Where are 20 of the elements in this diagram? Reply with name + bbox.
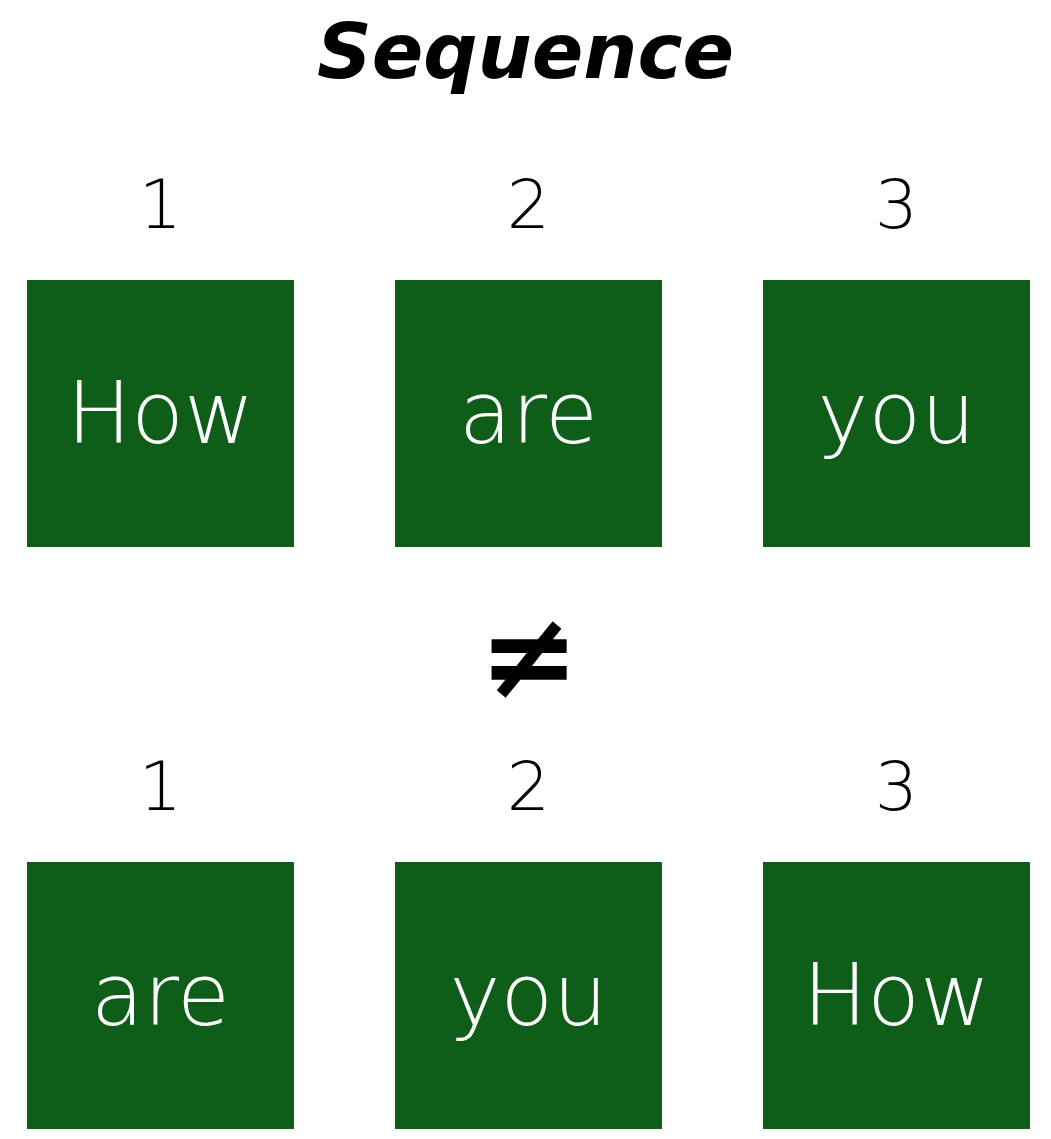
position-number: 1	[137, 168, 184, 243]
word-text: are	[458, 366, 599, 461]
position-number: 2	[505, 168, 552, 243]
word-text: are	[90, 948, 231, 1043]
word-box	[395, 280, 662, 547]
word-box	[395, 862, 662, 1129]
word-text: How	[802, 948, 991, 1043]
word-box	[763, 280, 1030, 547]
diagram-title: Sequence	[315, 10, 735, 94]
not-equal-sign: ≠	[477, 590, 581, 722]
position-number: 1	[137, 750, 184, 825]
word-box	[27, 280, 294, 547]
position-number: 3	[873, 750, 920, 825]
word-box	[763, 862, 1030, 1129]
word-box	[27, 862, 294, 1129]
position-number: 3	[873, 168, 920, 243]
word-text: you	[817, 366, 976, 461]
word-text: How	[66, 366, 255, 461]
word-text: you	[449, 948, 608, 1043]
position-number: 2	[505, 750, 552, 825]
